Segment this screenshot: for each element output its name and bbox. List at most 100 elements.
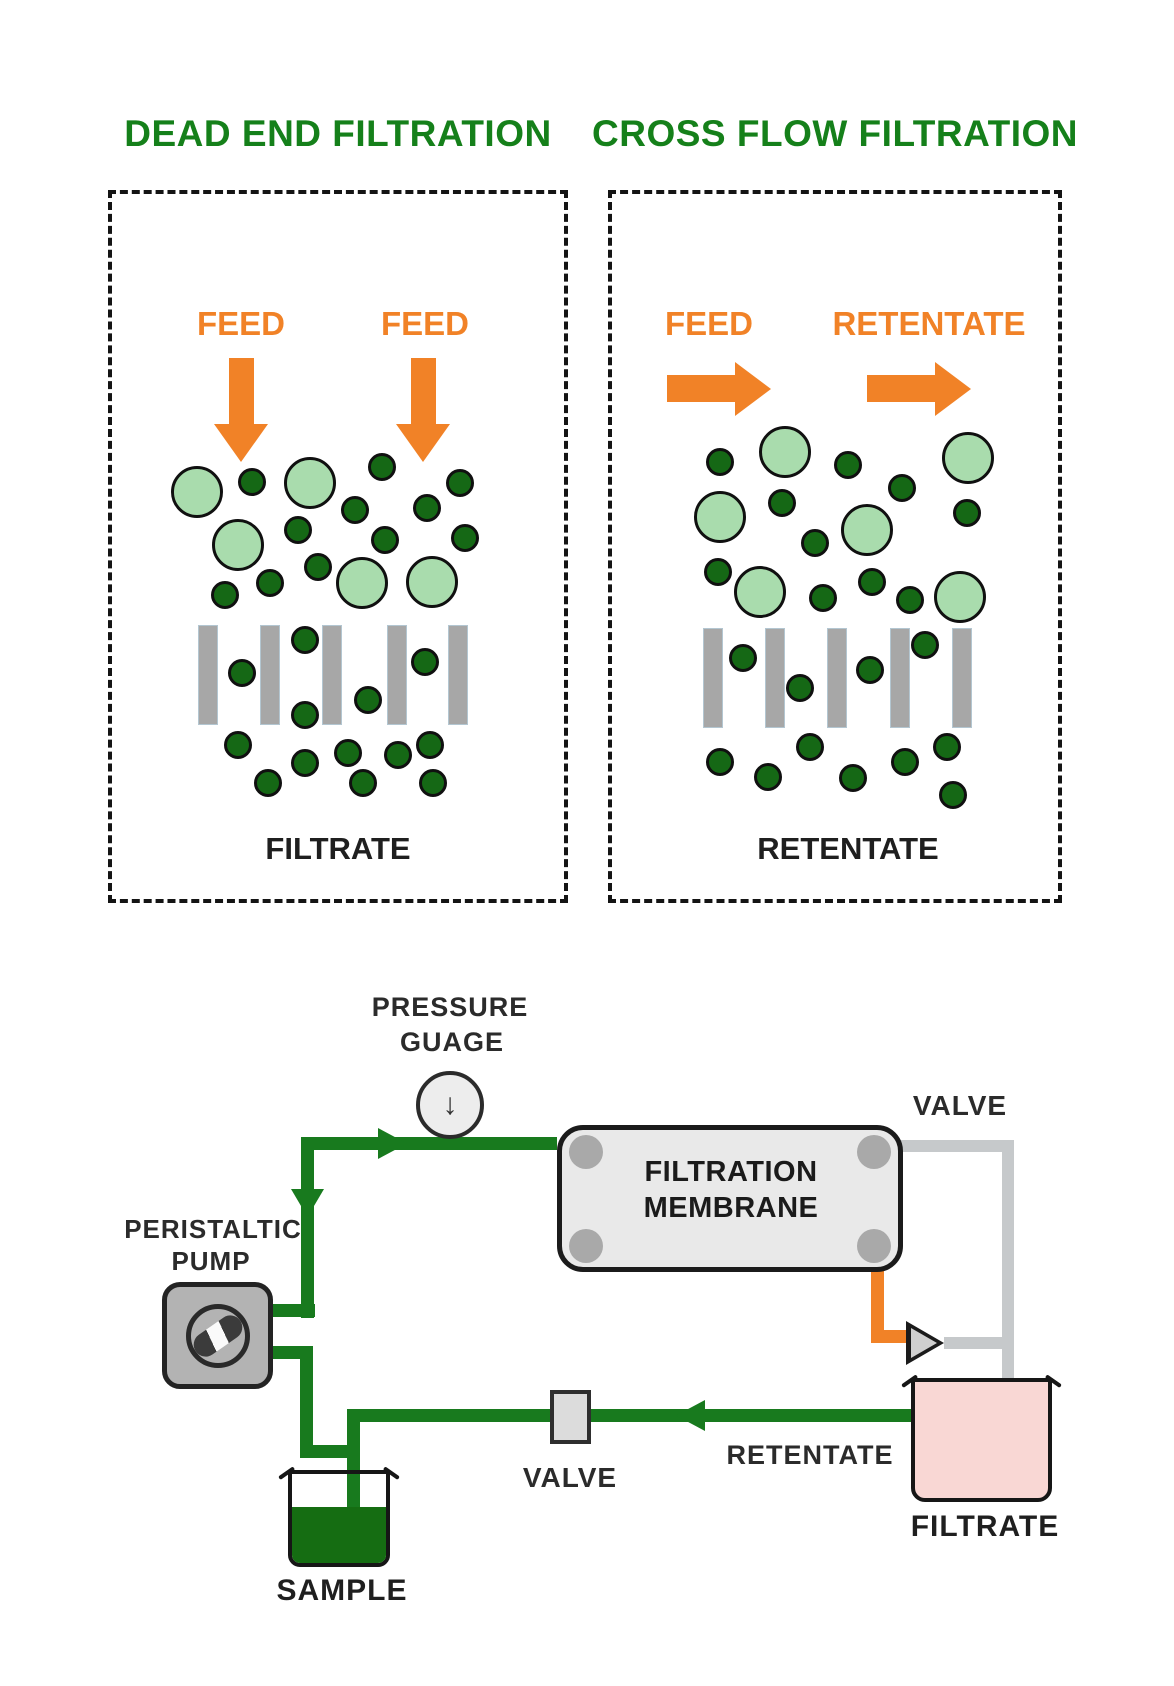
membrane-bolt [857,1229,891,1263]
pipe-segment [301,1137,557,1150]
particle-small-dark [291,749,319,777]
membrane-label-line1: FILTRATION [644,1156,818,1188]
membrane-bar [322,625,342,725]
pipe-segment [871,1330,912,1343]
particle-large-light [212,519,264,571]
particle-small-dark [228,659,256,687]
particle-small-dark [858,568,886,596]
particle-small-dark [834,451,862,479]
membrane-bar [703,628,723,728]
pipe-segment [898,1140,1014,1152]
arrowhead-right [378,1128,407,1159]
particle-small-dark [254,769,282,797]
pipe-segment [411,358,436,426]
filtrate-beaker [911,1378,1052,1502]
filtration-membrane [557,1125,903,1272]
filtrate-panel-label: FILTRATE [265,831,411,866]
pipe-segment [867,375,935,402]
membrane-bar [890,628,910,728]
particle-small-dark [768,489,796,517]
particle-small-dark [809,584,837,612]
particle-large-light [841,504,893,556]
particle-small-dark [953,499,981,527]
particle-small-dark [446,469,474,497]
particle-small-dark [451,524,479,552]
particle-small-dark [754,763,782,791]
particle-small-dark [368,453,396,481]
particle-small-dark [211,581,239,609]
membrane-bar [765,628,785,728]
membrane-bolt [569,1229,603,1263]
particle-small-dark [911,631,939,659]
dead-end-panel [108,190,568,903]
membrane-bar [260,625,280,725]
particle-small-dark [413,494,441,522]
membrane-bar [198,625,218,725]
particle-small-dark [291,701,319,729]
particle-large-light [934,571,986,623]
feed-label-cross: FEED [664,305,754,342]
valve-bottom [550,1390,591,1444]
particle-small-dark [796,733,824,761]
particle-large-light [336,557,388,609]
gauge-needle-icon: ↓ [442,1088,458,1121]
retentate-label-cross: RETENTATE [832,305,1026,342]
particle-small-dark [706,748,734,776]
particle-small-dark [256,569,284,597]
particle-small-dark [856,656,884,684]
retentate-line-label: RETENTATE [726,1440,894,1470]
pipe-segment [944,1337,1004,1349]
particle-small-dark [786,674,814,702]
particle-small-dark [349,769,377,797]
valve-top-label: VALVE [912,1090,1008,1121]
pressure-gauge-label-line1: PRESSURE [371,992,529,1022]
cross-flow-panel [608,190,1062,903]
particle-large-light [406,556,458,608]
pipe-segment [353,1409,913,1422]
particle-small-dark [238,468,266,496]
membrane-bar [827,628,847,728]
peristaltic-pump-label-line1: PERISTALTIC [124,1214,302,1244]
particle-small-dark [354,686,382,714]
membrane-bolt [857,1135,891,1169]
pipe-segment [300,1346,313,1458]
particle-small-dark [371,526,399,554]
pressure-gauge: ↓ [416,1071,484,1139]
particle-large-light [734,566,786,618]
sample-beaker-label: SAMPLE [276,1574,408,1607]
pipe-segment [301,1137,314,1318]
particle-small-dark [341,496,369,524]
particle-large-light [759,426,811,478]
sample-liquid [292,1507,386,1563]
particle-large-light [284,457,336,509]
particle-small-dark [704,558,732,586]
pipe-segment [667,375,735,402]
particle-small-dark [888,474,916,502]
arrowhead-left [676,1400,705,1431]
particle-small-dark [939,781,967,809]
filtrate-beaker-label: FILTRATE [910,1510,1060,1543]
particle-small-dark [334,739,362,767]
particle-small-dark [411,648,439,676]
particle-large-light [694,491,746,543]
feed-label-2: FEED [380,305,470,342]
dead-end-title: DEAD END FILTRATION [124,113,552,154]
membrane-bar [952,628,972,728]
pressure-gauge-label-line2: GUAGE [399,1027,505,1057]
particle-large-light [942,432,994,484]
particle-small-dark [224,731,252,759]
peristaltic-pump [162,1282,273,1389]
particle-small-dark [291,626,319,654]
membrane-bar [387,625,407,725]
pump-rotor-icon [186,1304,250,1368]
pipe-segment [300,1445,360,1458]
particle-small-dark [419,769,447,797]
particle-small-dark [801,529,829,557]
particle-small-dark [933,733,961,761]
pipe-segment [273,1304,315,1317]
sample-beaker [288,1470,390,1567]
particle-small-dark [896,586,924,614]
membrane-bar [448,625,468,725]
pipe-segment [1002,1140,1014,1382]
